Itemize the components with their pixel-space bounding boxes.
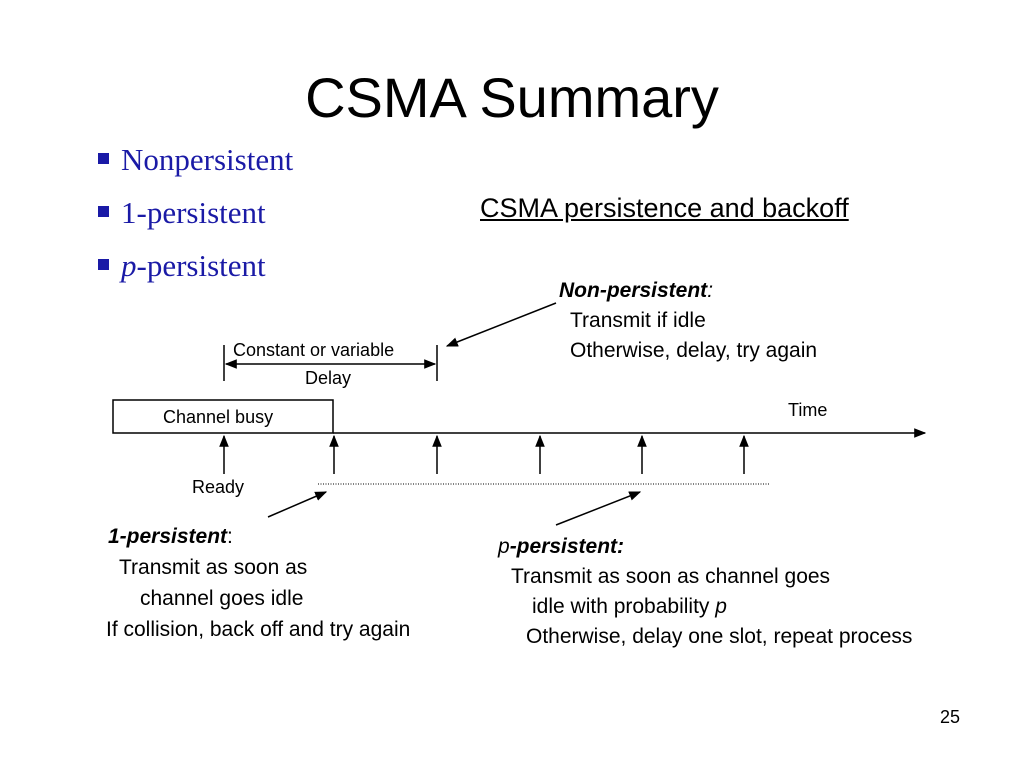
one-persistent-line1: Transmit as soon as xyxy=(119,556,308,579)
p-persistent-heading-text: -persistent: xyxy=(509,535,625,558)
p-persistent-pointer-arrow xyxy=(555,491,642,526)
p-persistent-line2-text: idle with probability xyxy=(532,595,710,618)
nonpersistent-pointer-arrow xyxy=(445,302,557,347)
bullet-text: 1-persistent xyxy=(121,195,266,230)
diagram-subtitle: CSMA persistence and backoff xyxy=(480,193,849,223)
nonpersistent-colon: : xyxy=(707,279,714,302)
nonpersistent-heading: Non-persistent: xyxy=(559,276,713,306)
bullet-list: Nonpersistent 1-persistent p-persistent xyxy=(98,142,293,301)
channel-busy-box xyxy=(112,399,334,434)
delay-label-top: Constant or variable xyxy=(233,340,395,360)
delay-label-bottom: Delay xyxy=(305,368,352,388)
slide-title: CSMA Summary xyxy=(305,66,719,129)
p-persistent-heading-p: p xyxy=(498,535,510,558)
square-bullet-icon xyxy=(98,206,109,217)
bullet-prefix: p xyxy=(121,248,137,283)
bullet-item-1-persistent: 1-persistent xyxy=(98,195,293,248)
p-persistent-line1: Transmit as soon as channel goes xyxy=(511,565,831,588)
one-persistent-line2: channel goes idle xyxy=(140,587,304,610)
bullet-item-p-persistent: p-persistent xyxy=(98,248,293,301)
bullet-item-nonpersistent: Nonpersistent xyxy=(98,142,293,195)
p-persistent-line2-p: p xyxy=(715,595,727,618)
square-bullet-icon xyxy=(98,153,109,164)
one-persistent-heading: 1-persistent: xyxy=(108,522,233,552)
one-persistent-pointer-arrow xyxy=(267,491,328,518)
p-persistent-heading: p-persistent: xyxy=(498,532,624,562)
one-persistent-heading-text: 1-persistent xyxy=(108,525,228,548)
square-bullet-icon xyxy=(98,259,109,270)
p-persistent-line3: Otherwise, delay one slot, repeat proces… xyxy=(526,625,913,648)
bullet-text: Nonpersistent xyxy=(121,142,294,177)
channel-busy-label: Channel busy xyxy=(163,407,274,427)
time-label: Time xyxy=(788,400,828,420)
nonpersistent-heading-text: Non-persistent xyxy=(559,279,708,302)
slide-number: 25 xyxy=(940,707,961,727)
bullet-text: -persistent xyxy=(136,248,266,283)
one-persistent-line3: If collision, back off and try again xyxy=(106,618,411,641)
ready-label: Ready xyxy=(192,477,245,497)
one-persistent-colon: : xyxy=(227,525,233,548)
p-persistent-line2: idle with probability p xyxy=(532,592,727,622)
nonpersistent-line2: Otherwise, delay, try again xyxy=(570,339,818,362)
nonpersistent-line1: Transmit if idle xyxy=(570,309,706,332)
